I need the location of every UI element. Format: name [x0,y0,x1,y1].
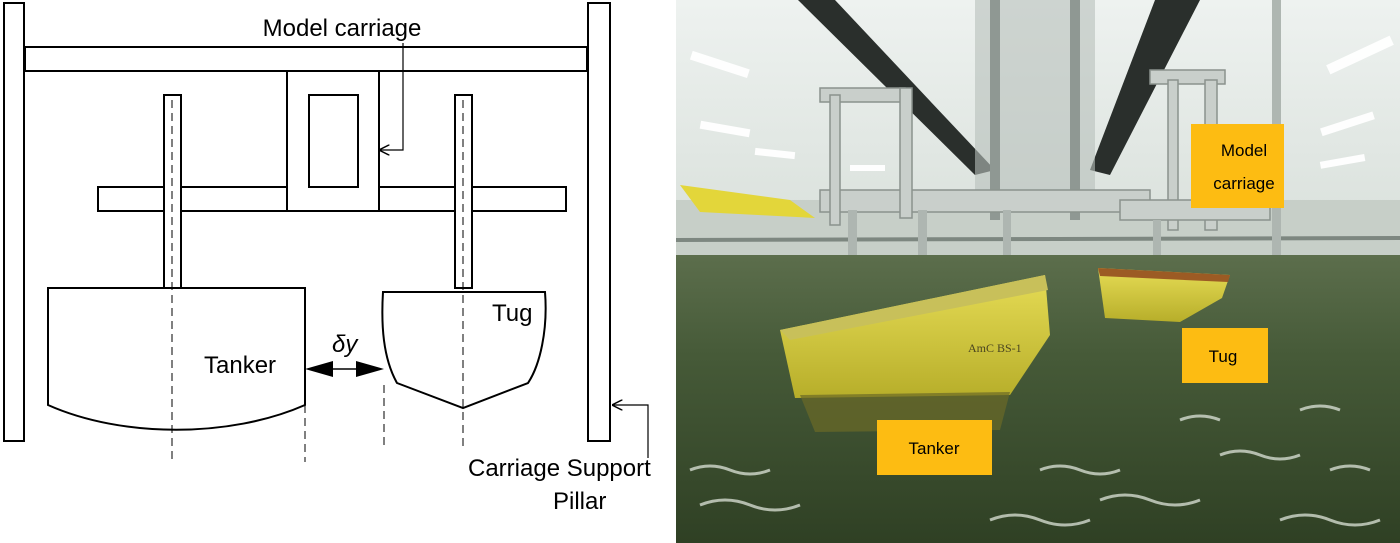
model-carriage-leader [380,43,404,150]
tanker-label: Tanker [204,352,276,379]
photo-panel: AmC BS-1 Model carriage Tug Tanker [676,0,1400,543]
right-support-pillar [587,2,611,442]
left-support-pillar [3,2,25,442]
separation-arrow [305,361,384,377]
tug-label: Tug [492,300,532,327]
delta-y-label: δy [332,331,359,358]
photo-label-tanker: Tanker [877,420,992,475]
tug-model [1098,268,1230,322]
photo-label-tug: Tug [1182,328,1268,383]
svg-text:Tanker: Tanker [908,439,959,458]
hull-marking: AmC BS-1 [968,341,1022,355]
carriage-center-window [308,94,359,188]
svg-text:Tug: Tug [1209,347,1238,366]
support-pillar-label-line1: Carriage Support [468,455,651,482]
support-pillar-label-line2: Pillar [553,488,606,515]
support-pillar-leader [613,405,649,458]
tug-hull [381,291,547,410]
schematic-diagram: Model carriage Tanker Tug δy Carriage Su… [3,2,651,515]
carriage-top-beam [24,46,588,72]
ceiling-lights [689,35,1394,171]
model-carriage-label: Model carriage [263,15,422,42]
cross-beam-left [97,186,288,212]
svg-text:Model: Model [1221,141,1267,160]
stored-hulls [680,185,815,218]
photo-label-model-carriage: Model carriage [1191,124,1284,208]
tank-railing [676,236,1400,242]
water-reflections [689,404,1381,527]
tanker-hull [47,287,306,431]
svg-text:carriage: carriage [1213,174,1274,193]
